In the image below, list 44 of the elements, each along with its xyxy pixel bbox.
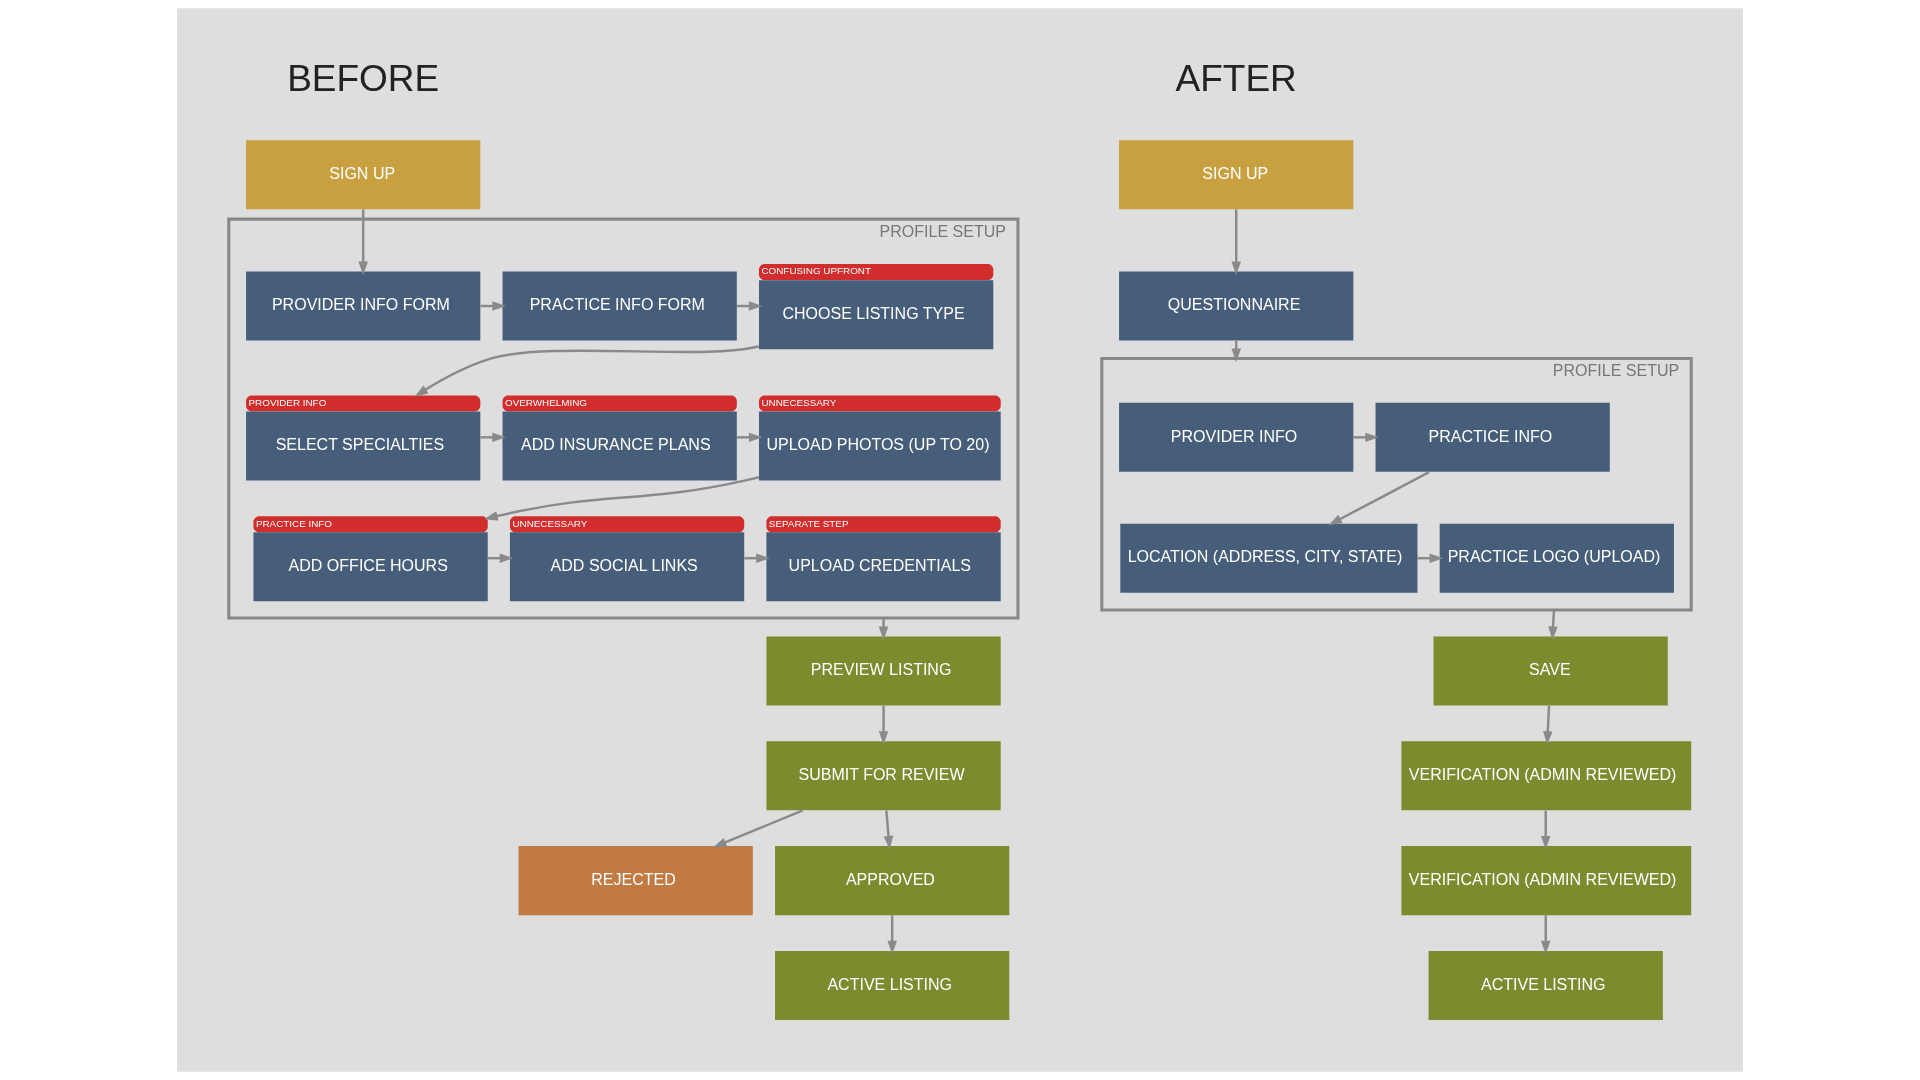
arrow (737, 432, 763, 443)
label: AFTER (1175, 58, 1297, 100)
arrow (484, 476, 760, 521)
node-label: PROVIDER INFO (248, 396, 327, 408)
arrow (1540, 915, 1551, 955)
node-box: PREVIEW LISTING (766, 636, 1001, 706)
node-label: UNNECESSARY (761, 396, 837, 408)
node-box: REJECTED (518, 846, 753, 916)
arrow (1353, 432, 1379, 443)
node-label: OVERWHELMING (505, 396, 587, 408)
arrow (1543, 705, 1553, 745)
arrow (1548, 609, 1558, 641)
arrow (480, 432, 506, 443)
arrow (358, 209, 368, 276)
node-box: ACTIVE LISTING (775, 950, 1010, 1020)
node-box: PRACTICE LOGO (UPLOAD) (1439, 523, 1674, 593)
node-box: SUBMIT FOR REVIEW (766, 741, 1001, 811)
node-box: PROVIDER INFO FORM (246, 271, 481, 341)
node-label: SEPARATE STEP (768, 517, 849, 529)
arrow (878, 618, 889, 641)
node-box: SIGN UP (1119, 140, 1354, 210)
arrow (1540, 810, 1551, 850)
node-box: APPROVED (775, 846, 1010, 916)
arrow (1328, 471, 1430, 526)
arrow (414, 345, 759, 397)
node-box: QUESTIONNAIRE (1119, 271, 1354, 341)
node-box: SAVE (1433, 636, 1668, 706)
node-box: VERIFICATION (ADMIN REVIEWED) (1401, 846, 1692, 916)
node-label: PRACTICE INFO (255, 517, 333, 529)
node-box: LOCATION (ADDRESS, CITY, STATE) (1120, 523, 1418, 593)
node-box: ACTIVE LISTING (1428, 950, 1663, 1020)
arrow (712, 809, 804, 848)
node-box: SIGN UP (246, 140, 481, 210)
node-box: PRACTICE INFO FORM (502, 271, 737, 341)
node-box: PRACTICE INFO (1375, 402, 1610, 472)
node-label: CONFUSING UPFRONT (761, 265, 872, 277)
arrow (878, 705, 889, 745)
label: BEFORE (287, 58, 440, 100)
node-label: UNNECESSARY (512, 517, 588, 529)
arrow (887, 915, 897, 955)
arrow (883, 810, 894, 850)
node-box: PROVIDER INFO (1119, 402, 1354, 472)
node-box: VERIFICATION (ADMIN REVIEWED) (1401, 741, 1692, 811)
arrow (1231, 209, 1241, 276)
